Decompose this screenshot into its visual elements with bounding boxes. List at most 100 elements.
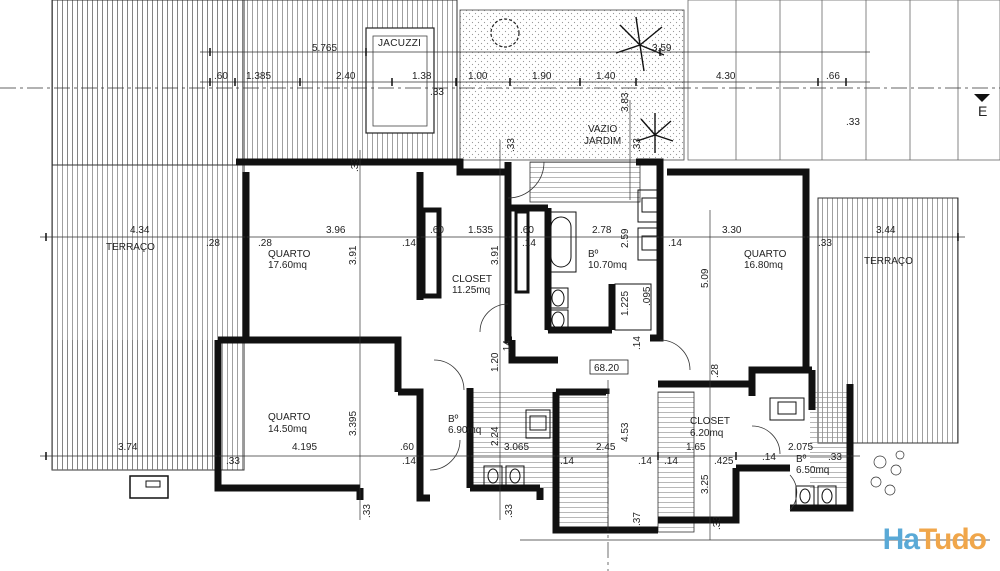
dim-extra: .33	[350, 158, 361, 172]
jacuzzi	[365, 27, 435, 134]
room-closet2-area: 6.20mq	[690, 428, 723, 439]
brand-logo: HaTudo	[883, 523, 987, 557]
dim-lower: 3.74	[118, 442, 138, 453]
dim-vertical: .28	[710, 364, 721, 378]
dim-mid: .60	[520, 225, 534, 236]
room-bedroom2-label: QUARTO	[744, 249, 787, 260]
toilet-icon	[483, 287, 837, 509]
dim-lower: .425	[714, 456, 734, 467]
dim-extra: .33	[430, 87, 444, 98]
dim-mid: .28	[206, 238, 220, 249]
room-terrace-right-label: TERRAÇO	[864, 256, 913, 267]
section-marker: E	[974, 94, 990, 119]
room-bedroom1-label: QUARTO	[268, 249, 311, 260]
dim-lower: .60	[400, 442, 414, 453]
dim-extra: .33	[506, 138, 517, 152]
room-bedroom3-label: QUARTO	[268, 412, 311, 423]
room-bath2-area: 6.90mq	[448, 425, 481, 436]
dim-vertical: 2.24	[490, 426, 501, 446]
room-bath2-label: Bº	[448, 414, 459, 425]
dim-extra: 3.83	[620, 92, 631, 112]
facade-right	[687, 0, 1000, 161]
room-bedroom2-area: 16.80mq	[744, 260, 783, 271]
room-bedroom3-area: 14.50mq	[268, 424, 307, 435]
room-closet1-label: CLOSET	[452, 274, 492, 285]
dim-top: 1.385	[246, 71, 271, 82]
dim-vertical: .14	[502, 340, 513, 354]
dim-mid: .14	[522, 238, 536, 249]
room-closet2-label: CLOSET	[690, 416, 730, 427]
dim-top: 1.40	[596, 71, 616, 82]
closet-unit	[420, 207, 442, 299]
dim-lower: 1.65	[686, 442, 706, 453]
dim-top-total: 5.765	[312, 43, 337, 54]
dim-top: .66	[826, 71, 840, 82]
dim-vertical: 3.25	[700, 474, 711, 494]
dim-vertical: 3.91	[348, 245, 359, 265]
level-box	[589, 359, 629, 375]
dim-vertical: .37	[632, 512, 643, 526]
dim-mid: 3.44	[876, 225, 896, 236]
dim-lower: .33	[226, 456, 240, 467]
dim-lower: 4.195	[292, 442, 317, 453]
room-terrace-left-label: TERRAÇO	[106, 242, 155, 253]
room-bedroom1-area: 17.60mq	[268, 260, 307, 271]
dim-vertical: 5.09	[700, 268, 711, 288]
dimension-lines	[0, 51, 1000, 571]
walls	[214, 158, 854, 534]
dim-top: 2.40	[336, 71, 356, 82]
dim-mid: 3.96	[326, 225, 346, 236]
room-closet1-area: 11.25mq	[452, 285, 490, 296]
room-bath3-area: 6.50mq	[796, 465, 829, 476]
dim-lower: .14	[664, 456, 678, 467]
dim-mid: .14	[402, 238, 416, 249]
dim-vertical: .14	[632, 336, 643, 350]
dim-lower: 3.065	[504, 442, 529, 453]
palm-icon	[615, 16, 674, 153]
dim-mid: .33	[818, 238, 832, 249]
bath-lower-floor	[470, 392, 554, 488]
dim-top-right: 3.59	[652, 43, 672, 54]
dim-vertical: 3.395	[348, 411, 359, 436]
dim-vertical: 3.91	[490, 245, 501, 265]
closet-unit-2	[514, 210, 530, 294]
dim-top: 1.38	[412, 71, 432, 82]
bathtub-icon	[545, 211, 577, 273]
shower-tray	[614, 283, 652, 331]
dimension-labels: 5.765 3.59 .60 1.385 2.40 1.38 1.00 1.90…	[118, 43, 896, 530]
section-marker-label: E	[978, 103, 987, 119]
room-bath1-label: Bº	[588, 249, 599, 260]
dim-lower: .14	[638, 456, 652, 467]
dim-mid: 2.78	[592, 225, 612, 236]
dim-lower: 2.45	[596, 442, 616, 453]
dim-mid: 1.535	[468, 225, 493, 236]
garden-void	[459, 9, 685, 161]
bath-right-floor	[810, 388, 850, 488]
dim-top: .60	[214, 71, 228, 82]
dim-top: 1.90	[532, 71, 552, 82]
dim-extra: .33	[846, 117, 860, 128]
stair	[529, 161, 695, 533]
dimension-ticks	[45, 48, 959, 460]
dim-lower: .14	[762, 452, 776, 463]
dim-extra: .33	[632, 138, 643, 152]
dim-vertical: .33	[362, 504, 373, 518]
shrub-icon	[490, 18, 520, 48]
logo-part-2: Tudo	[918, 523, 987, 556]
dim-lower: .33	[828, 452, 842, 463]
room-void-label: VAZIO	[588, 124, 617, 135]
dim-mid: .28	[258, 238, 272, 249]
level-label: 68.20	[594, 363, 619, 374]
dim-vertical: 1.225	[620, 291, 631, 316]
dim-vertical: 2.59	[620, 228, 631, 248]
dim-top: 1.00	[468, 71, 488, 82]
dim-mid: 4.34	[130, 225, 150, 236]
room-bath3-label: Bº	[796, 454, 807, 465]
dim-lower: .14	[402, 456, 416, 467]
door-swings	[429, 161, 798, 511]
garden-shrubs	[870, 450, 905, 496]
sink-icon	[525, 189, 805, 439]
room-jacuzzi-label: JACUZZI	[378, 38, 421, 49]
dim-lower: .14	[560, 456, 574, 467]
